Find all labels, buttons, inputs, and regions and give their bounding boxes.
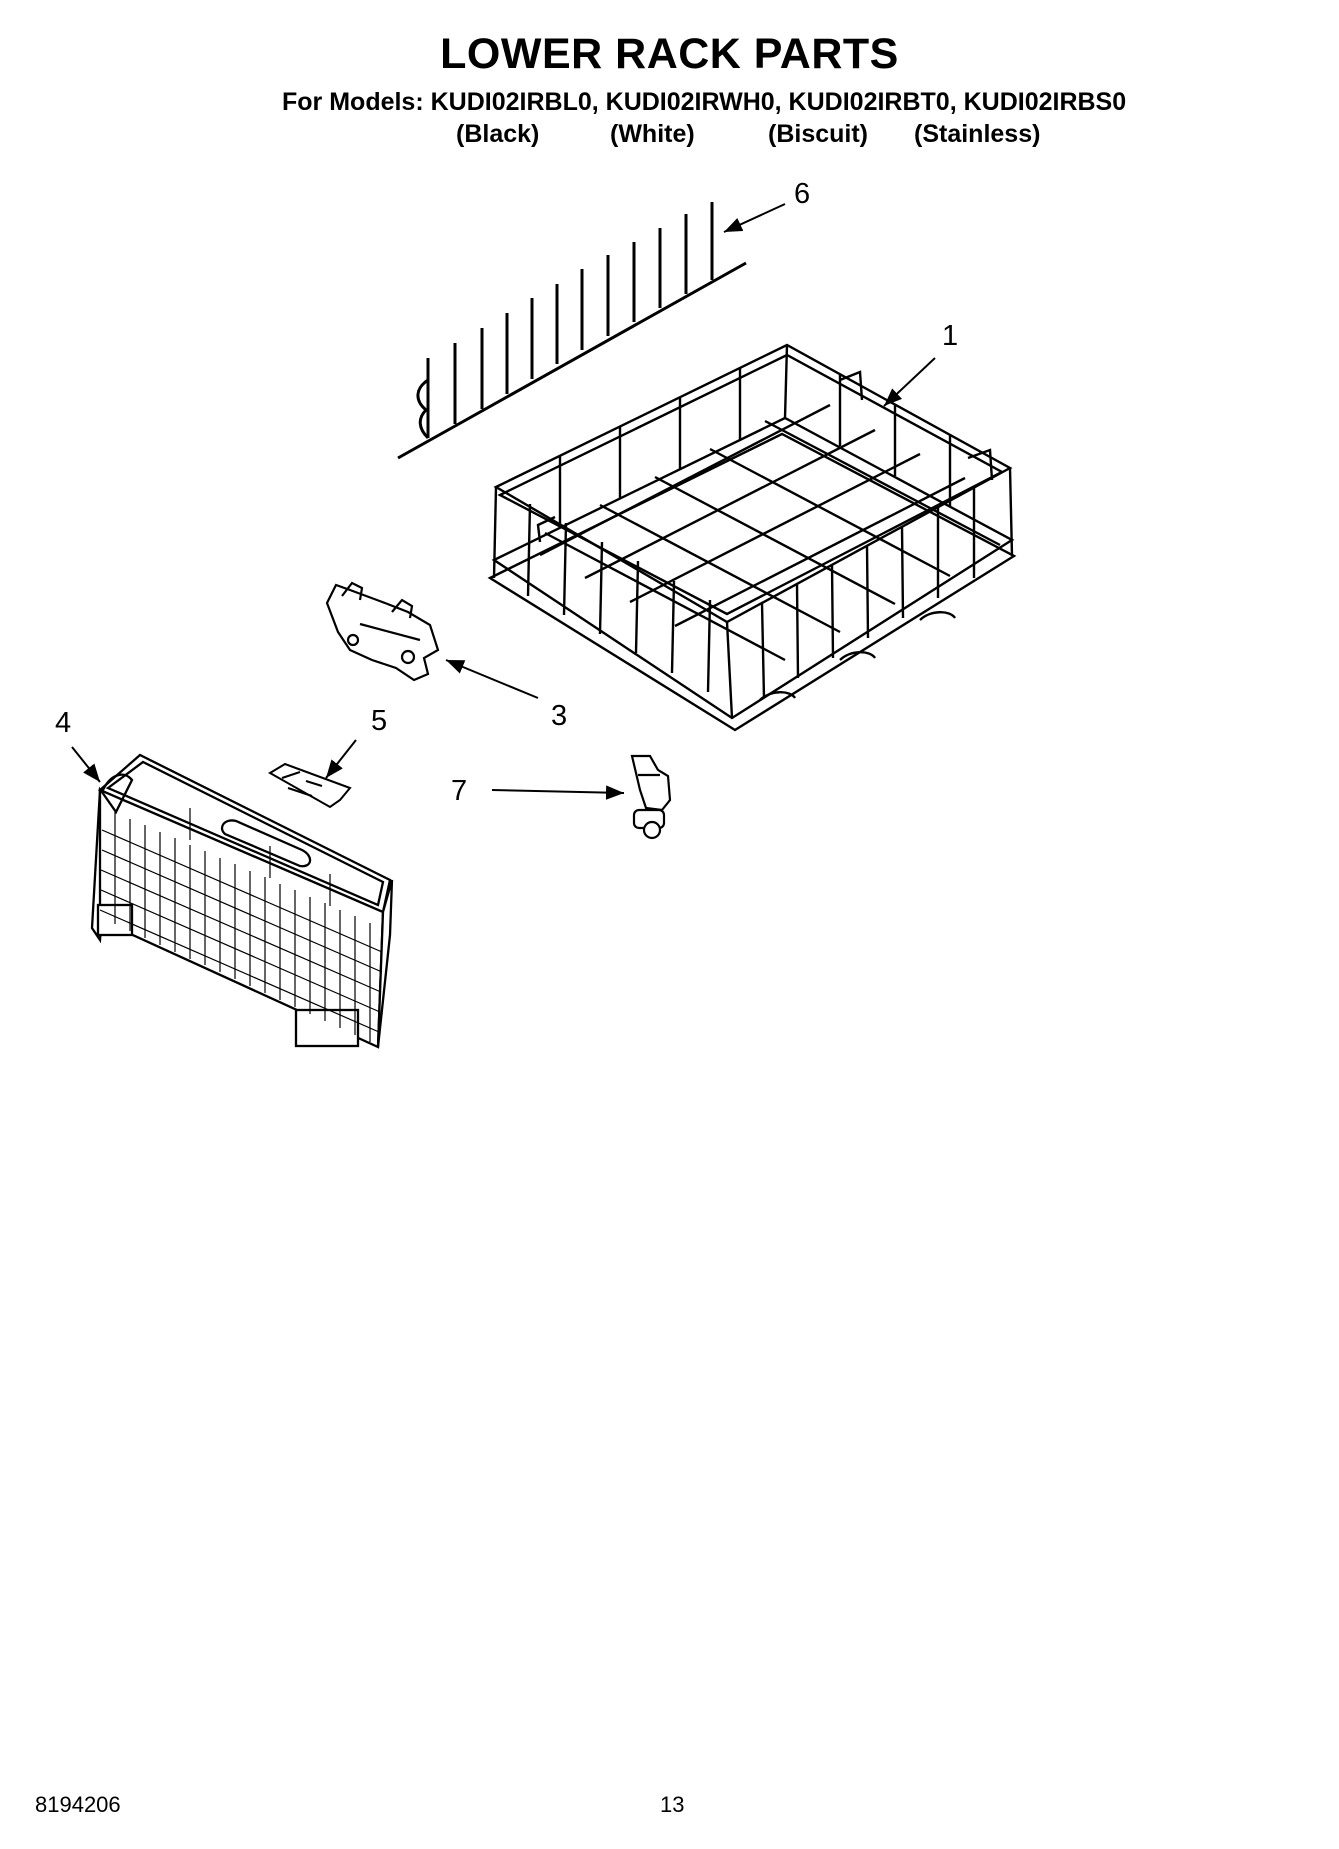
leader-line-5: [325, 739, 357, 779]
document-number: 8194206: [35, 1792, 121, 1817]
page-title: LOWER RACK PARTS: [440, 30, 899, 78]
variant-stainless: (Stainless): [914, 120, 1041, 148]
silverware-basket-part-4: [90, 753, 394, 1049]
callout-7: 7: [451, 775, 468, 807]
insert-part-5: [268, 762, 352, 809]
tine-row-part-6: [397, 202, 747, 460]
callout-4: 4: [55, 707, 72, 739]
rack-bracket-part-3: [325, 581, 440, 682]
leader-line-1: [883, 357, 936, 407]
callout-1: 1: [942, 320, 959, 352]
callout-3: 3: [551, 700, 568, 732]
leader-line-7: [491, 785, 625, 800]
lower-rack-part-1: [487, 343, 1017, 732]
variant-white: (White): [610, 120, 695, 148]
basket-mesh: [99, 808, 383, 1042]
roller-clip-part-7: [630, 754, 672, 840]
models-line: For Models: KUDI02IRBL0, KUDI02IRWH0, KU…: [282, 88, 1127, 116]
leader-line-3: [445, 659, 539, 699]
leader-line-6: [723, 203, 786, 233]
page-number: 13: [660, 1792, 685, 1817]
callout-6: 6: [794, 178, 811, 210]
callout-5: 5: [371, 705, 388, 737]
variant-biscuit: (Biscuit): [768, 120, 868, 148]
leader-line-4: [71, 746, 101, 783]
variant-black: (Black): [456, 120, 540, 148]
